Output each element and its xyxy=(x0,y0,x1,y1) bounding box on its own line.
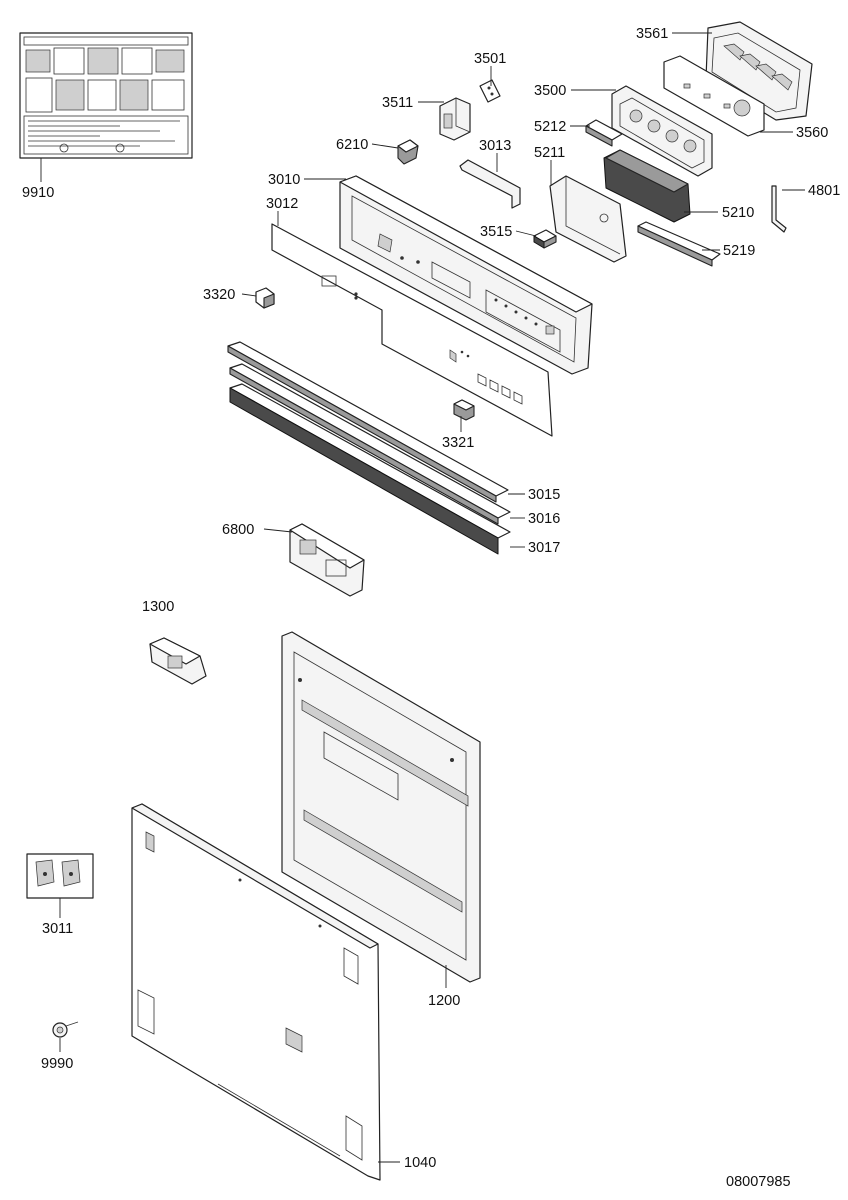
part-3016-strip xyxy=(229,363,511,525)
label-3561: 3561 xyxy=(636,26,668,42)
label-3501: 3501 xyxy=(474,51,506,67)
drawing-number: 08007985 xyxy=(726,1174,791,1190)
part-3501 xyxy=(479,79,501,103)
part-9990 xyxy=(52,1021,79,1038)
part-3013-bracket xyxy=(459,159,521,209)
label-3515: 3515 xyxy=(480,224,512,240)
label-3013: 3013 xyxy=(479,138,511,154)
part-6800-door-lock xyxy=(289,523,365,597)
part-3015-strip xyxy=(227,341,509,503)
label-6210: 6210 xyxy=(336,137,368,153)
label-5210: 5210 xyxy=(722,205,754,221)
label-1040: 1040 xyxy=(404,1155,436,1171)
label-3012: 3012 xyxy=(266,196,298,212)
part-3017-strip xyxy=(229,383,511,555)
part-9910-instruction-sheet xyxy=(19,32,193,159)
part-1200-inner-door xyxy=(281,631,481,983)
label-1300: 1300 xyxy=(142,599,174,615)
label-6800: 6800 xyxy=(222,522,254,538)
part-3560-board xyxy=(663,55,765,137)
label-3560: 3560 xyxy=(796,125,828,141)
part-3320 xyxy=(255,287,275,309)
label-5219: 5219 xyxy=(723,243,755,259)
part-3515 xyxy=(533,229,557,249)
label-1200: 1200 xyxy=(428,993,460,1009)
part-1300-hinge xyxy=(149,637,207,685)
label-3011: 3011 xyxy=(42,921,73,937)
part-3010-control-panel xyxy=(339,175,593,375)
label-3017: 3017 xyxy=(528,540,560,556)
label-3010: 3010 xyxy=(268,172,300,188)
label-3016: 3016 xyxy=(528,511,560,527)
leader-3515 xyxy=(515,230,537,237)
part-3561-frame xyxy=(705,21,813,121)
part-5219-strip xyxy=(637,221,721,267)
label-3321: 3321 xyxy=(442,435,474,451)
label-3015: 3015 xyxy=(528,487,560,503)
label-3511: 3511 xyxy=(382,95,413,111)
part-6210 xyxy=(397,139,419,165)
leader-3320 xyxy=(241,293,257,297)
part-5212 xyxy=(585,119,623,147)
label-5211: 5211 xyxy=(534,145,565,161)
label-9910: 9910 xyxy=(22,185,54,201)
part-5210-module xyxy=(603,149,691,223)
label-9990: 9990 xyxy=(41,1056,73,1072)
part-3012-panel-sheet xyxy=(271,223,553,437)
part-labels: 3561 3501 3511 3500 3560 5212 6210 3013 … xyxy=(22,26,840,1190)
part-5211-electronic-module xyxy=(549,175,627,263)
part-4801-cable xyxy=(771,185,787,233)
leader-6800 xyxy=(263,528,293,533)
part-3511 xyxy=(439,97,471,141)
part-3321 xyxy=(453,399,475,421)
label-4801: 4801 xyxy=(808,183,840,199)
part-1040-door-panel xyxy=(131,803,381,1181)
part-3011-clips xyxy=(26,853,94,899)
leader-6210 xyxy=(371,143,399,149)
label-3500: 3500 xyxy=(534,83,566,99)
label-3320: 3320 xyxy=(203,287,235,303)
leader-lines xyxy=(40,32,805,1163)
label-5212: 5212 xyxy=(534,119,566,135)
